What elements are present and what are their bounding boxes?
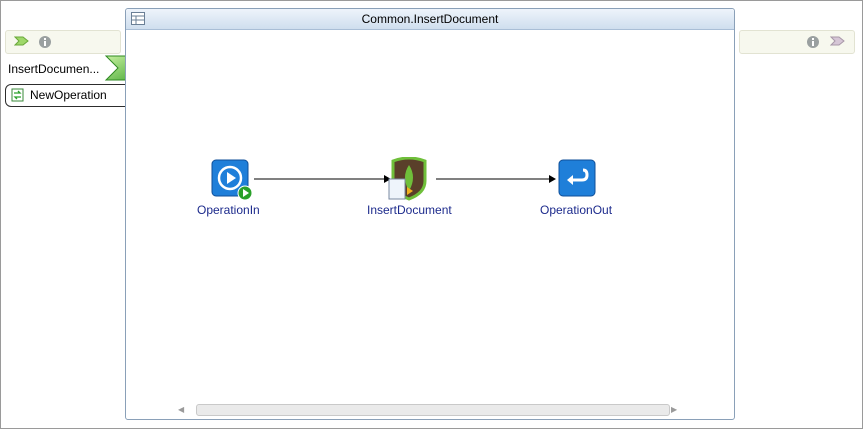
left-palette-tab[interactable] [5,30,121,54]
scroll-left-icon[interactable]: ◀ [178,405,185,414]
operation-label: NewOperation [30,88,107,102]
service-name[interactable]: InsertDocumen... [8,62,100,76]
info-icon[interactable] [38,35,52,49]
process-window: Common.InsertDocument OperationIn Insert… [125,8,735,420]
horizontal-scrollbar[interactable] [196,404,670,416]
grid-icon [131,12,145,25]
operation-in-icon[interactable] [211,159,255,203]
chevron-right-icon [830,36,845,46]
insert-document-icon[interactable] [387,157,435,203]
node-label[interactable]: OperationOut [540,203,613,217]
operation-sync-icon [11,88,24,102]
node-label[interactable]: OperationIn [197,203,260,217]
window-title: Common.InsertDocument [361,12,499,26]
chevron-right-icon [14,36,29,46]
operation-out-icon[interactable] [558,159,598,199]
info-icon[interactable] [806,35,820,49]
flow-connectors [254,175,556,183]
arrowhead-icon [549,175,556,183]
right-palette-tab[interactable] [739,30,855,54]
arrowhead-icon [384,175,391,183]
scroll-right-icon[interactable]: ▶ [671,405,678,414]
window-title-bar[interactable]: Common.InsertDocument [126,9,734,30]
node-label[interactable]: InsertDocument [367,203,452,217]
